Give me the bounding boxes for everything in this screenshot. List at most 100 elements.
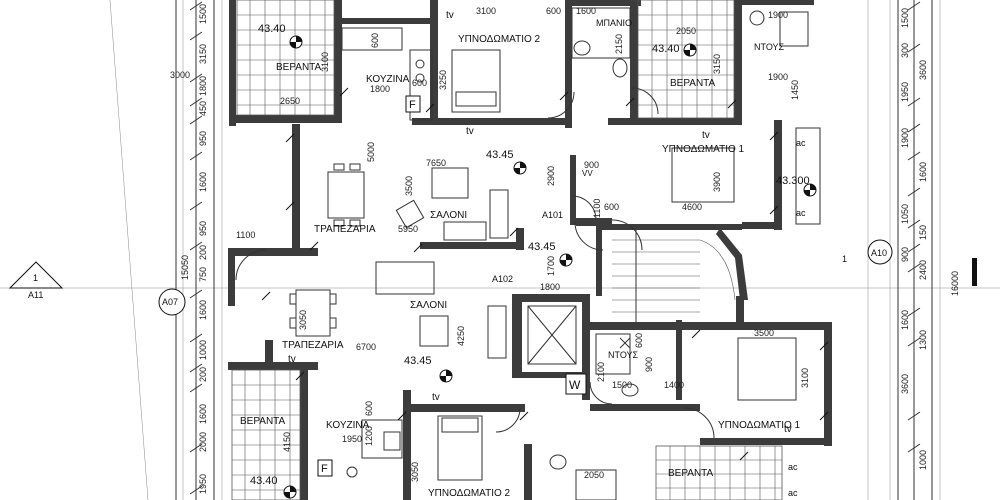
door-arcs xyxy=(235,87,715,439)
right-dim-13: 3600 xyxy=(900,374,910,394)
svg-text:1900: 1900 xyxy=(768,10,788,20)
tv-symbol-5: tv xyxy=(432,392,440,403)
left-dim-8: 200 xyxy=(198,245,208,260)
svg-text:600: 600 xyxy=(364,401,374,416)
left-dim-5: 950 xyxy=(198,131,208,146)
marker-a10: A10 1 xyxy=(842,239,893,265)
label-trapezaria-top: ΤΡΑΠΕΖΑΡΙΑ xyxy=(314,224,376,235)
vv-symbol: VV xyxy=(582,169,593,178)
left-dim-15: 1950 xyxy=(198,474,208,494)
left-dim-1: 1500 xyxy=(198,4,208,24)
veranda-hatch-bl xyxy=(231,369,301,500)
label-saloni-bottom: ΣΑΛΟΝΙ xyxy=(410,300,447,311)
svg-text:2050: 2050 xyxy=(584,470,604,480)
svg-text:1700: 1700 xyxy=(546,256,556,276)
svg-text:3150: 3150 xyxy=(712,54,722,74)
level-3: 43.45 xyxy=(486,149,514,161)
svg-text:3100: 3100 xyxy=(476,6,496,16)
label-ntous-bottom: ΝΤΟΥΣ xyxy=(608,350,639,360)
svg-text:7650: 7650 xyxy=(426,158,446,168)
left-dim-9: 750 xyxy=(198,267,208,282)
right-dim-5: 1900 xyxy=(900,128,910,148)
svg-text:3900: 3900 xyxy=(712,172,722,192)
svg-text:5000: 5000 xyxy=(366,142,376,162)
right-dim-7: 1050 xyxy=(900,204,910,224)
right-dimension-chain: 1500 3600 300 1950 1900 1600 1050 150 90… xyxy=(897,0,977,500)
svg-text:1450: 1450 xyxy=(790,80,800,100)
tv-symbol-6: tv xyxy=(784,424,792,435)
svg-text:2900: 2900 xyxy=(546,166,556,186)
svg-text:F: F xyxy=(409,99,416,111)
left-dim-3000: 3000 xyxy=(170,70,190,80)
svg-text:600: 600 xyxy=(604,202,619,212)
left-dim-6: 1600 xyxy=(198,172,208,192)
svg-text:1200: 1200 xyxy=(364,426,374,446)
marker-a07: A07 xyxy=(158,288,186,316)
right-dim-1: 1500 xyxy=(900,8,910,28)
svg-text:900: 900 xyxy=(584,160,599,170)
right-outer-dim: 16000 xyxy=(950,271,960,296)
left-dim-14: 2000 xyxy=(198,432,208,452)
left-dim-12: 200 xyxy=(198,367,208,382)
right-dim-3: 300 xyxy=(900,43,910,58)
svg-text:1: 1 xyxy=(842,254,847,264)
right-level-mark xyxy=(972,258,977,286)
svg-text:3100: 3100 xyxy=(320,52,330,72)
left-dim-13: 1600 xyxy=(198,404,208,424)
left-dim-7: 950 xyxy=(198,221,208,236)
svg-text:1950: 1950 xyxy=(342,434,362,444)
svg-text:900: 900 xyxy=(644,357,654,372)
svg-text:3100: 3100 xyxy=(800,368,810,388)
right-dim-14: 1000 xyxy=(918,450,928,470)
marker-a11: 1 A11 xyxy=(8,261,64,300)
svg-text:600: 600 xyxy=(634,333,644,348)
fridge-symbol-bottom: F xyxy=(317,459,333,477)
svg-text:2050: 2050 xyxy=(676,26,696,36)
right-dim-6: 1600 xyxy=(918,162,928,182)
veranda-hatch-tl xyxy=(236,0,335,116)
svg-text:1900: 1900 xyxy=(768,72,788,82)
label-veranta-br: ΒΕΡΑΝΤΑ xyxy=(668,468,714,479)
level-1-icon xyxy=(289,35,303,49)
level-5-icon xyxy=(559,253,573,267)
svg-text:3050: 3050 xyxy=(298,310,308,330)
ac-symbol-4: ac xyxy=(788,488,798,498)
left-dim-2: 3150 xyxy=(198,44,208,64)
washer-symbol: W xyxy=(565,373,587,395)
label-trapezaria-bottom: ΤΡΑΠΕΖΑΡΙΑ xyxy=(282,340,344,351)
svg-text:1800: 1800 xyxy=(370,84,390,94)
left-dim-11: 1000 xyxy=(198,340,208,360)
svg-text:1600: 1600 xyxy=(576,6,596,16)
svg-text:F: F xyxy=(321,463,328,475)
label-ypnodomatio2-top: ΥΠΝΟΔΩΜΑΤΙΟ 2 xyxy=(458,34,541,45)
label-kouzina-bottom: ΚΟΥΖΙΝΑ xyxy=(326,420,370,431)
svg-text:1800: 1800 xyxy=(540,282,560,292)
veranda-hatch-br xyxy=(655,445,783,500)
svg-text:1: 1 xyxy=(33,273,38,283)
svg-text:3500: 3500 xyxy=(404,176,414,196)
left-dim-10: 1600 xyxy=(198,300,208,320)
svg-text:2650: 2650 xyxy=(280,96,300,106)
label-ypnodomatio2-bottom: ΥΠΝΟΔΩΜΑΤΙΟ 2 xyxy=(428,488,511,499)
level-4-icon xyxy=(803,183,817,197)
svg-text:6700: 6700 xyxy=(356,342,376,352)
right-dim-8: 150 xyxy=(918,225,928,240)
level-6: 43.45 xyxy=(404,355,432,367)
svg-text:600: 600 xyxy=(412,78,427,88)
dimension-ticks xyxy=(261,87,829,461)
room-labels: ΒΕΡΑΝΤΑ ΚΟΥΖΙΝΑ ΥΠΝΟΔΩΜΑΤΙΟ 2 ΜΠΑΝΙΟ ΒΕΡ… xyxy=(240,18,801,499)
level-7-icon xyxy=(283,485,297,499)
svg-text:3500: 3500 xyxy=(754,328,774,338)
level-5: 43.45 xyxy=(528,241,556,253)
level-markers: 43.40 43.40 43.45 43.300 43.45 43.45 43.… xyxy=(250,23,817,499)
label-ypnodomatio1-top: ΥΠΝΟΔΩΜΑΤΙΟ 1 xyxy=(662,144,745,155)
svg-text:1100: 1100 xyxy=(236,230,255,240)
svg-text:3250: 3250 xyxy=(438,70,448,90)
symbols: tv tv tv tv tv tv F F W VV ac ac ac ac xyxy=(288,10,806,498)
svg-text:1400: 1400 xyxy=(664,380,684,390)
svg-text:4250: 4250 xyxy=(456,326,466,346)
ac-symbol-2: ac xyxy=(796,208,806,218)
svg-text:1500: 1500 xyxy=(612,380,632,390)
label-ypnodomatio1-bottom: ΥΠΝΟΔΩΜΑΤΙΟ 1 xyxy=(718,420,801,431)
svg-text:A10: A10 xyxy=(871,248,887,258)
